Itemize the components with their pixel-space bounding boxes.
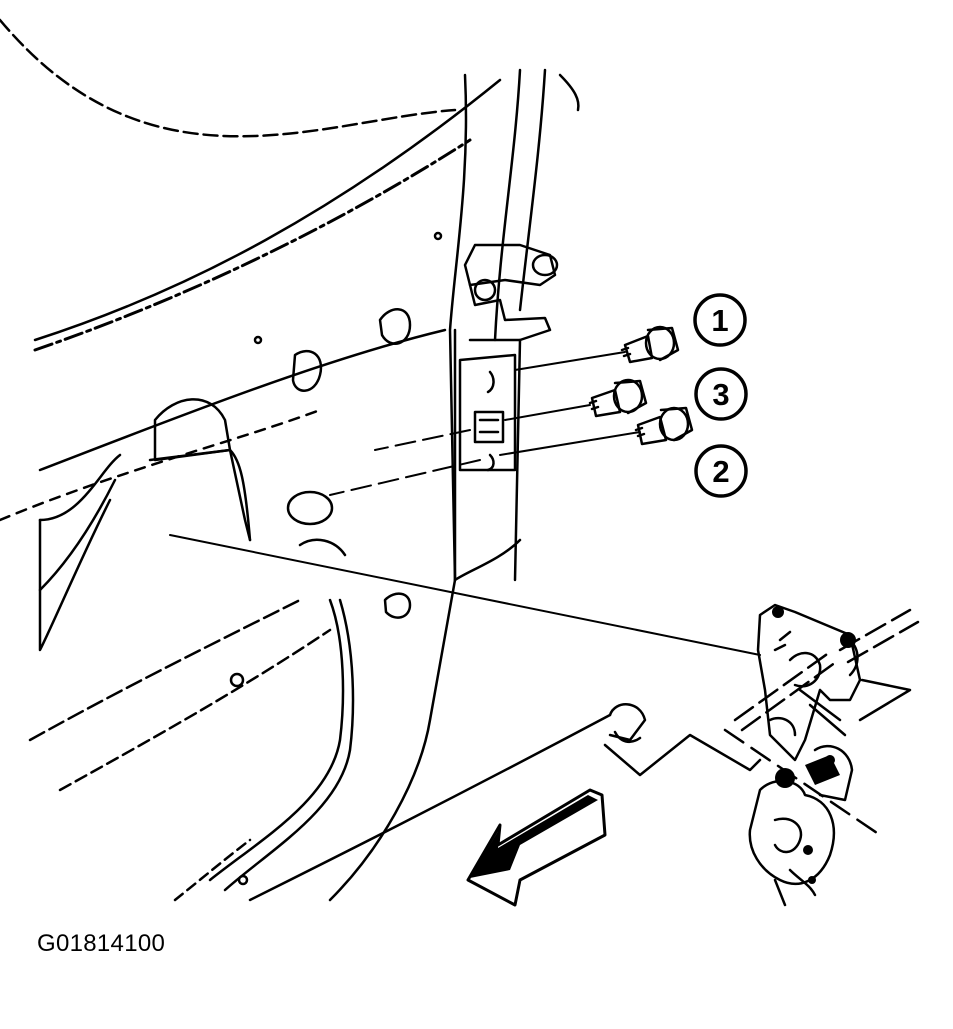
callout-3-label: 3 — [712, 377, 729, 412]
upper-hinge — [463, 243, 559, 342]
body-holes — [229, 231, 443, 886]
direction-arrow — [466, 788, 607, 907]
door-edge — [248, 703, 762, 902]
roof-panel-outline — [0, 18, 502, 522]
callout-3: 3 — [694, 367, 748, 421]
callout-1: 1 — [693, 293, 747, 347]
figure-code: G01814100 — [37, 930, 166, 957]
callout-1-label: 1 — [711, 303, 728, 338]
hinge-pins — [772, 606, 856, 884]
door-pillar — [328, 68, 580, 902]
striker-plate — [458, 353, 517, 472]
bolt-2 — [634, 406, 694, 446]
leader-lines — [169, 351, 761, 656]
callout-2-label: 2 — [712, 454, 729, 489]
bolt-3 — [588, 378, 648, 418]
callout-2: 2 — [694, 444, 748, 498]
bolt-1 — [620, 325, 680, 364]
rocker-sill — [28, 398, 355, 902]
hinge-assembly — [723, 603, 920, 907]
